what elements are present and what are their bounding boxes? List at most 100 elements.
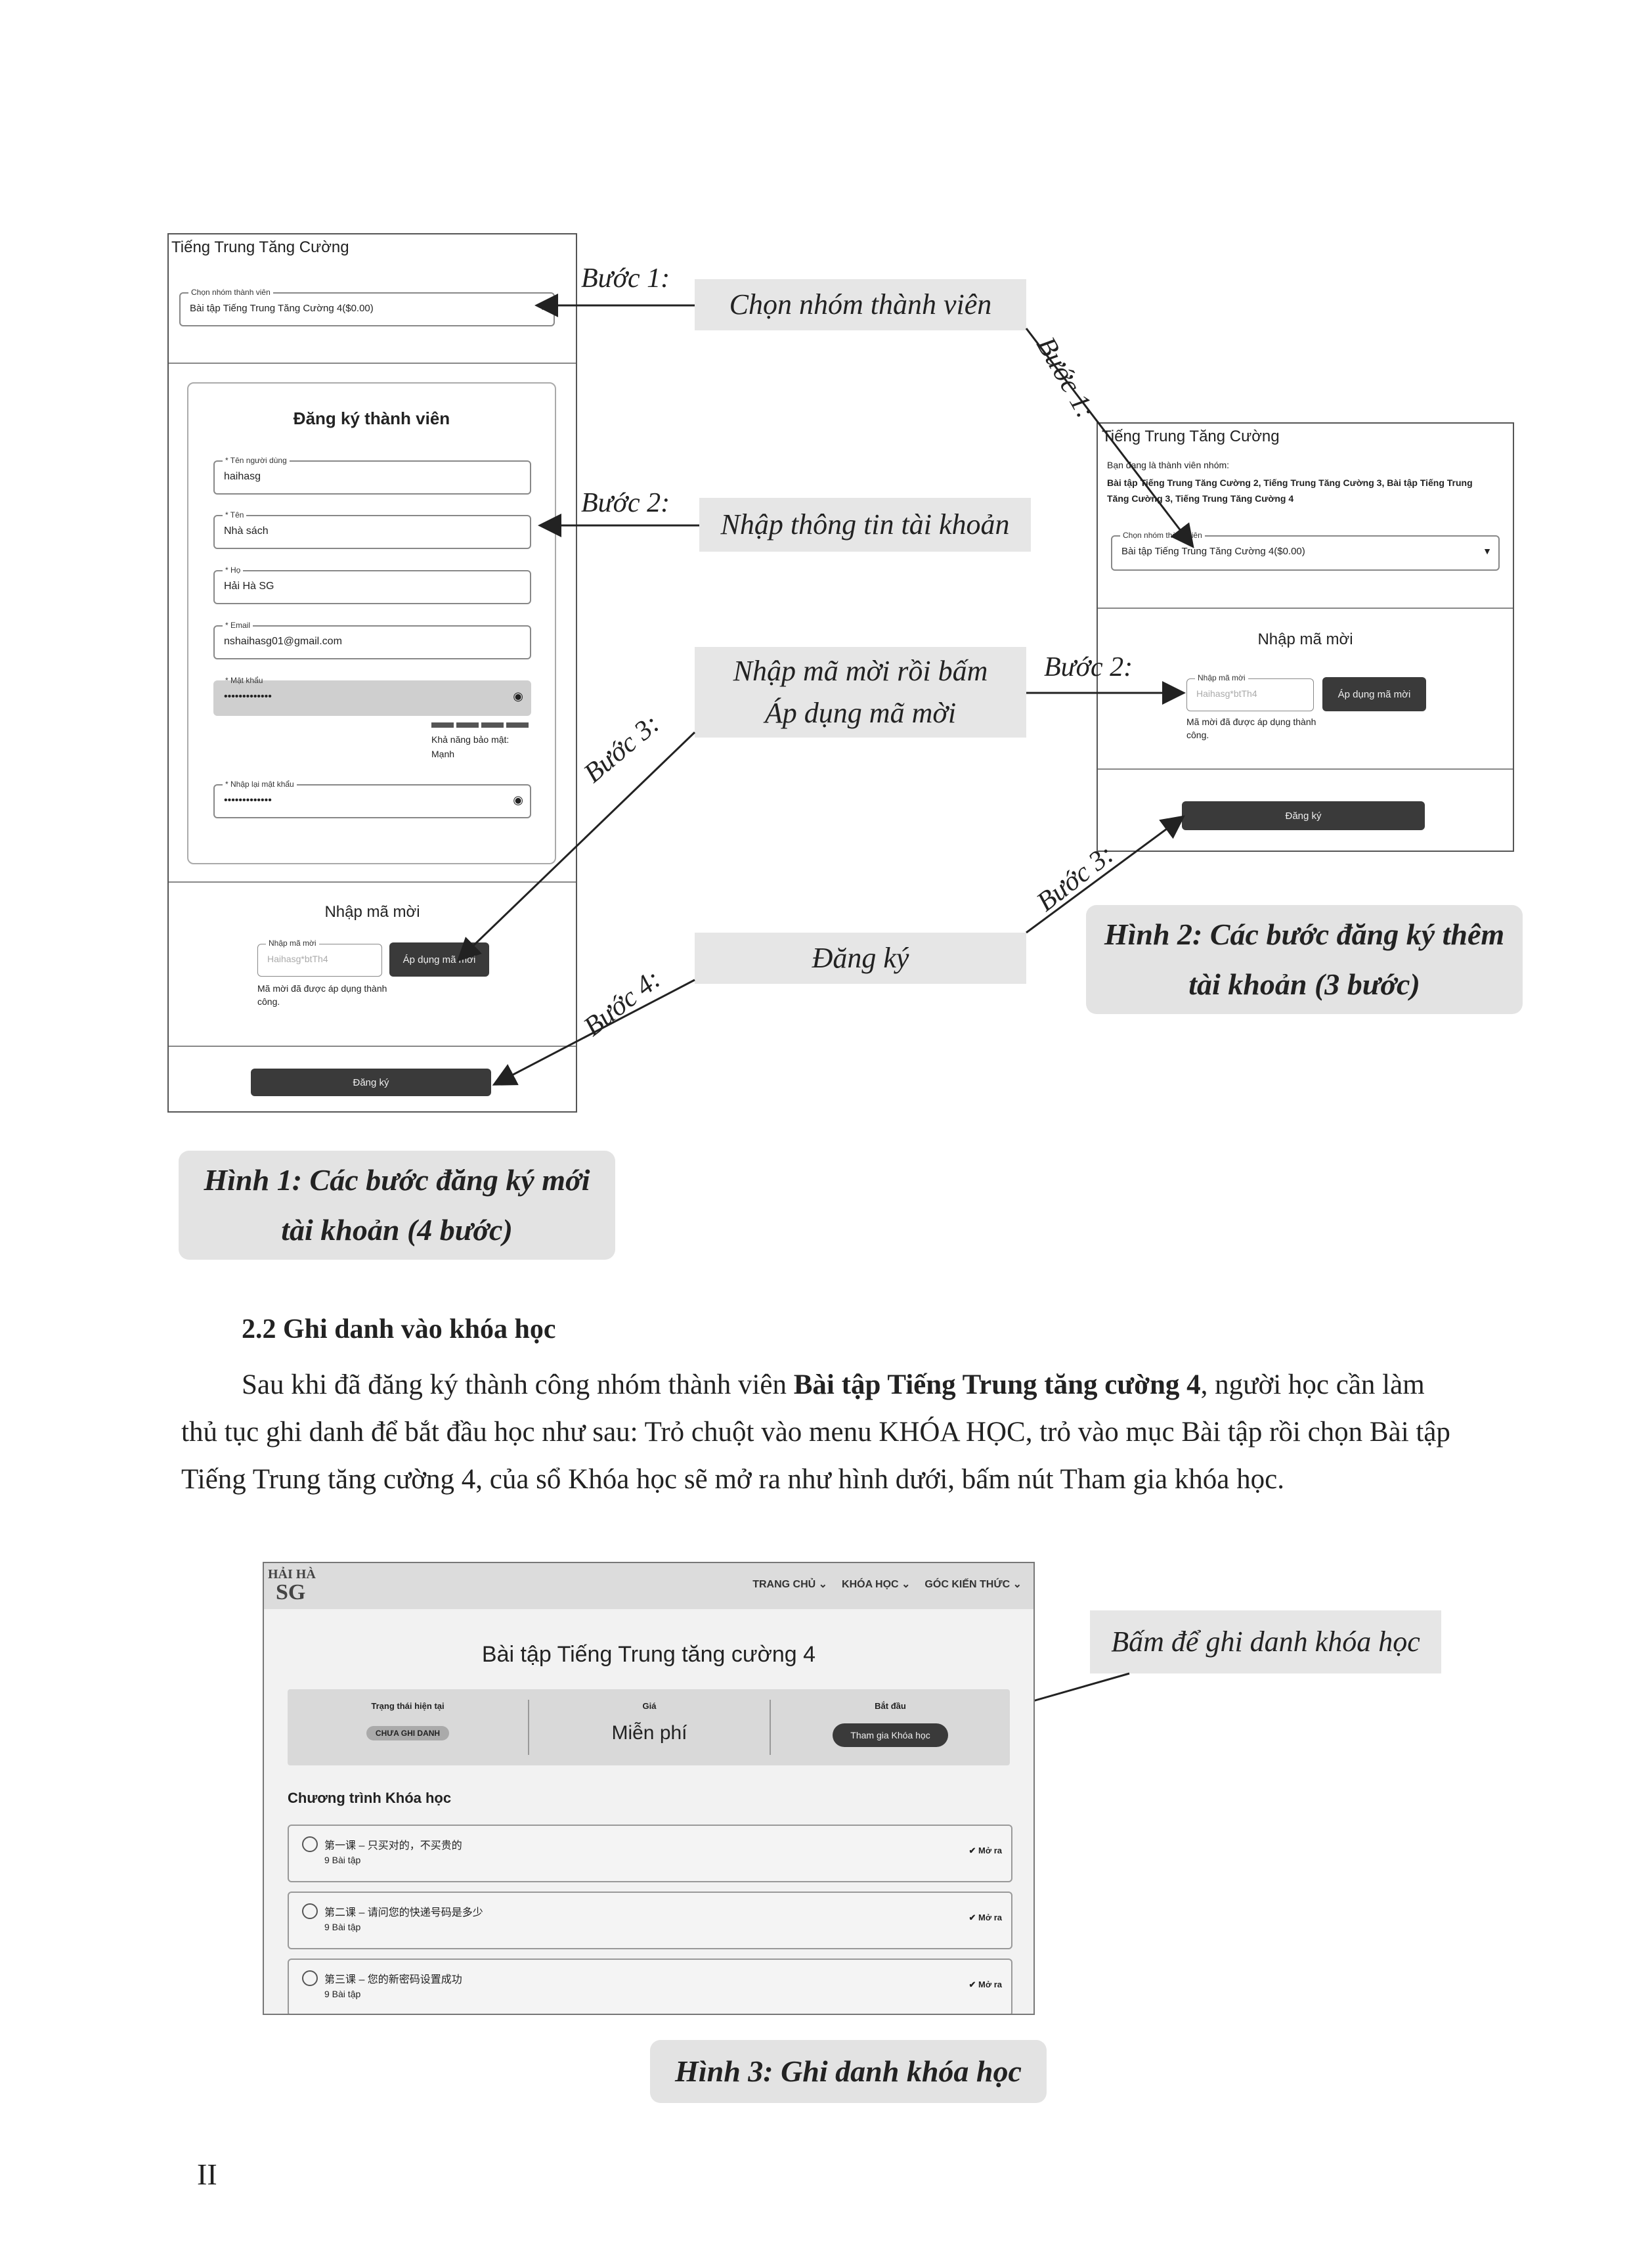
paragraph-text-a: Sau khi đã đăng ký thành công nhóm thành…: [242, 1369, 794, 1400]
arrow-step4: [492, 979, 695, 1086]
info-divider: [770, 1700, 771, 1755]
member-groups: Bài tập Tiếng Trung Tăng Cường 2, Tiếng …: [1107, 477, 1473, 504]
paragraph-text-b: , người học cần làm: [1200, 1369, 1425, 1400]
member-intro: Bạn đang là thành viên nhóm:: [1107, 460, 1230, 470]
caption-figure-1-line1: Hình 1: Các bước đăng ký mới: [204, 1163, 590, 1197]
figure-1-register-form: Tiếng Trung Tăng Cường Chọn nhóm thành v…: [167, 233, 577, 1113]
username-value: haihasg: [224, 471, 261, 482]
form-title: Tiếng Trung Tăng Cường: [171, 238, 349, 256]
email-field[interactable]: * Email nshaihasg01@gmail.com: [213, 621, 531, 659]
site-header: HẢI HÀ SG TRANG CHỦ ⌄ KHÓA HỌC ⌄ GÓC KIẾ…: [264, 1563, 1033, 1609]
divider: [169, 363, 576, 364]
invite-code-label: Nhập mã mời: [266, 939, 319, 948]
price-label: Giá: [642, 1701, 657, 1711]
status-label: Trạng thái hiện tại: [371, 1701, 445, 1711]
lesson-radio[interactable]: [302, 1836, 318, 1852]
callout-register: Đăng ký: [695, 933, 1026, 984]
logo-bottom[interactable]: SG: [276, 1580, 306, 1605]
email-label: * Email: [223, 621, 253, 630]
callout-enter-code: Nhập mã mời rồi bấm Áp dụng mã mời: [695, 647, 1026, 738]
group-select[interactable]: Chọn nhóm thành viên Bài tập Tiếng Trung…: [179, 288, 555, 326]
lastname-field[interactable]: * Họ Hải Hà SG: [213, 565, 531, 604]
section-paragraph: Sau khi đã đăng ký thành công nhóm thành…: [181, 1361, 1534, 1503]
lesson-radio[interactable]: [302, 1903, 318, 1919]
lesson-radio[interactable]: [302, 1970, 318, 1986]
nav-knowledge[interactable]: GÓC KIẾN THỨC ⌄: [924, 1579, 1022, 1590]
eye-icon[interactable]: ◉: [513, 793, 523, 807]
arrow-fig2-step1: [1025, 328, 1194, 548]
invite-title: Nhập mã mời: [1257, 631, 1353, 648]
register-button[interactable]: Đăng ký: [251, 1069, 491, 1096]
course-title: Bài tập Tiếng Trung tăng cường 4: [481, 1642, 816, 1667]
callout-enter-code-line1: Nhập mã mời rồi bấm: [733, 655, 988, 687]
lesson-item[interactable]: 第三课 – 您的新密码设置成功 9 Bài tập ✔ Mở ra: [288, 1959, 1012, 2014]
eye-icon[interactable]: ◉: [513, 690, 523, 703]
password-value: •••••••••••••: [224, 691, 272, 702]
caption-figure-2: Hình 2: Các bước đăng ký thêm tài khoản …: [1086, 905, 1523, 1014]
check-icon: ✔: [968, 1980, 979, 1989]
section-heading: 2.2 Ghi danh vào khóa học: [242, 1314, 556, 1344]
nav-home[interactable]: TRANG CHỦ ⌄: [752, 1579, 828, 1590]
expand-toggle[interactable]: ✔ Mở ra: [969, 1846, 1003, 1856]
arrow-fig2-step3: [1026, 815, 1185, 934]
lesson-item[interactable]: 第二课 – 请问您的快递号码是多少 9 Bài tập ✔ Mở ra: [288, 1892, 1012, 1949]
expand-toggle[interactable]: ✔ Mở ra: [969, 1913, 1003, 1923]
step-label-1: Bước 1:: [581, 263, 670, 294]
expand-toggle[interactable]: ✔ Mở ra: [969, 1980, 1003, 1990]
expand-label: Mở ra: [978, 1846, 1002, 1855]
confirm-password-label: * Nhập lại mật khẩu: [223, 780, 297, 789]
lesson-item[interactable]: 第一课 – 只买对的，不买贵的 9 Bài tập ✔ Mở ra: [288, 1825, 1012, 1882]
paragraph-bold: Bài tập Tiếng Trung tăng cường 4: [793, 1369, 1201, 1400]
username-label: * Tên người dùng: [223, 456, 290, 465]
callout-enter-code-line2: Áp dụng mã mời: [764, 697, 957, 729]
course-info-bar: Trạng thái hiện tại CHƯA GHI DANH Giá Mi…: [288, 1689, 1010, 1765]
group-select-value: Bài tập Tiếng Trung Tăng Cường 4($0.00): [190, 303, 374, 314]
divider: [1098, 768, 1513, 770]
dropdown-arrow-icon: ▼: [1483, 546, 1492, 556]
password-field[interactable]: * Mật khẩu ••••••••••••• ◉: [213, 676, 531, 716]
group-select-value: Bài tập Tiếng Trung Tăng Cường 4($0.00): [1121, 546, 1305, 557]
register-card: Đăng ký thành viên * Tên người dùng haih…: [187, 382, 556, 864]
email-value: nshaihasg01@gmail.com: [224, 636, 342, 647]
expand-label: Mở ra: [978, 1913, 1002, 1922]
invite-success-message: Mã mời đã được áp dụng thành công.: [1186, 717, 1316, 740]
invite-code-input[interactable]: Nhập mã mời Haihasg*btTh4: [257, 939, 382, 977]
apply-code-button[interactable]: Áp dụng mã mời: [1322, 677, 1426, 711]
callout-enter-info: Nhập thông tin tài khoản: [699, 498, 1031, 552]
register-button[interactable]: Đăng ký: [1182, 801, 1425, 830]
divider: [169, 881, 576, 883]
price-value: Miễn phí: [611, 1722, 687, 1744]
lastname-value: Hải Hà SG: [224, 581, 274, 592]
username-field[interactable]: * Tên người dùng haihasg: [213, 456, 531, 495]
info-divider: [528, 1700, 529, 1755]
invite-code-placeholder: Haihasg*btTh4: [1196, 688, 1257, 699]
callout-enroll: Bấm để ghi danh khóa học: [1090, 1610, 1441, 1673]
caption-figure-2-line1: Hình 2: Các bước đăng ký thêm: [1104, 918, 1505, 951]
step-label-2: Bước 2:: [581, 488, 670, 518]
logo-top[interactable]: HẢI HÀ: [268, 1567, 316, 1582]
join-course-button[interactable]: Tham gia Khóa học: [833, 1723, 948, 1747]
firstname-label: * Tên: [223, 510, 247, 520]
status-badge: CHƯA GHI DANH: [366, 1726, 449, 1740]
divider: [1098, 608, 1513, 609]
firstname-field[interactable]: * Tên Nhà sách: [213, 510, 531, 549]
lesson-count: 9 Bài tập: [324, 1855, 361, 1865]
strength-meter: [431, 722, 529, 728]
confirm-password-field[interactable]: * Nhập lại mật khẩu ••••••••••••• ◉: [213, 780, 531, 818]
start-label: Bắt đầu: [875, 1701, 906, 1711]
expand-label: Mở ra: [978, 1980, 1002, 1989]
caption-figure-1-line2: tài khoản (4 bước): [281, 1213, 513, 1247]
lesson-title: 第二课 – 请问您的快递号码是多少: [324, 1907, 483, 1918]
confirm-password-value: •••••••••••••: [224, 795, 272, 806]
caption-figure-1: Hình 1: Các bước đăng ký mới tài khoản (…: [179, 1151, 615, 1260]
step-label-fig2-2: Bước 2:: [1044, 652, 1133, 682]
paragraph-line-2: thủ tục ghi danh để bắt đầu học như sau:…: [181, 1417, 1450, 1448]
strength-value: Mạnh: [431, 749, 455, 759]
caption-figure-2-line2: tài khoản (3 bước): [1188, 967, 1420, 1001]
password-label: * Mật khẩu: [225, 676, 263, 685]
nav-courses[interactable]: KHÓA HỌC ⌄: [842, 1579, 911, 1590]
lesson-count: 9 Bài tập: [324, 1989, 361, 1999]
invite-success-message: Mã mời đã được áp dụng thành công.: [257, 983, 387, 1007]
invite-code-input[interactable]: Nhập mã mời Haihasg*btTh4: [1186, 673, 1314, 711]
